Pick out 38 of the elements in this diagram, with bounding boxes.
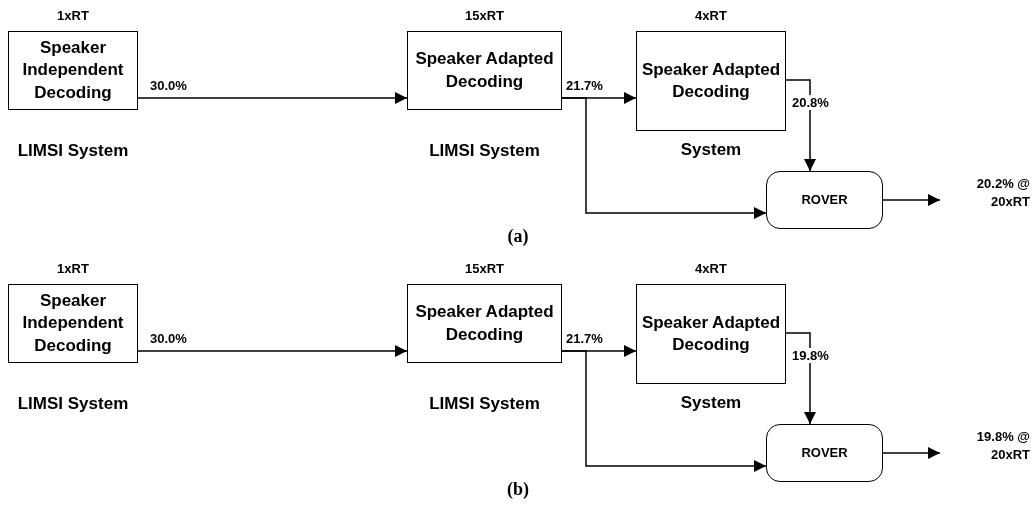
- arrow: [137, 92, 408, 104]
- process-box: Speaker Adapted Decoding: [636, 284, 786, 384]
- runtime-label: 4xRT: [695, 8, 727, 23]
- arrow: [882, 194, 941, 206]
- process-box: Speaker Adapted Decoding: [407, 31, 562, 110]
- arrow: [561, 97, 767, 219]
- rounded-process-box: ROVER: [766, 171, 883, 229]
- process-box: Speaker Adapted Decoding: [636, 31, 786, 131]
- edge-label: 21.7%: [566, 78, 603, 93]
- system-label: System: [680, 140, 742, 160]
- edge-label: 19.8%: [792, 348, 829, 363]
- result-text: 20.2% @ 20xRT: [948, 168, 1030, 218]
- panel-caption: (b): [507, 479, 529, 500]
- system-label: LIMSI System: [17, 394, 129, 414]
- edge-label: 30.0%: [150, 78, 187, 93]
- panel-caption: (a): [507, 226, 529, 247]
- result-text: 19.8% @ 20xRT: [948, 421, 1030, 471]
- arrow: [137, 345, 408, 357]
- system-label: LIMSI System: [429, 394, 540, 414]
- runtime-label: 15xRT: [465, 261, 504, 276]
- edge-label: 21.7%: [566, 331, 603, 346]
- runtime-label: 1xRT: [57, 8, 89, 23]
- process-box: Speaker Independent Decoding: [8, 31, 138, 110]
- rounded-process-box: ROVER: [766, 424, 883, 482]
- arrow: [785, 332, 816, 425]
- runtime-label: 15xRT: [465, 8, 504, 23]
- arrow: [882, 447, 941, 459]
- edge-label: 20.8%: [792, 95, 829, 110]
- edge-label: 30.0%: [150, 331, 187, 346]
- process-box: Speaker Independent Decoding: [8, 284, 138, 363]
- process-box: Speaker Adapted Decoding: [407, 284, 562, 363]
- runtime-label: 1xRT: [57, 261, 89, 276]
- system-label: System: [680, 393, 742, 413]
- runtime-label: 4xRT: [695, 261, 727, 276]
- system-label: LIMSI System: [429, 141, 540, 161]
- arrow: [561, 350, 767, 472]
- arrow: [785, 79, 816, 172]
- system-label: LIMSI System: [17, 141, 129, 161]
